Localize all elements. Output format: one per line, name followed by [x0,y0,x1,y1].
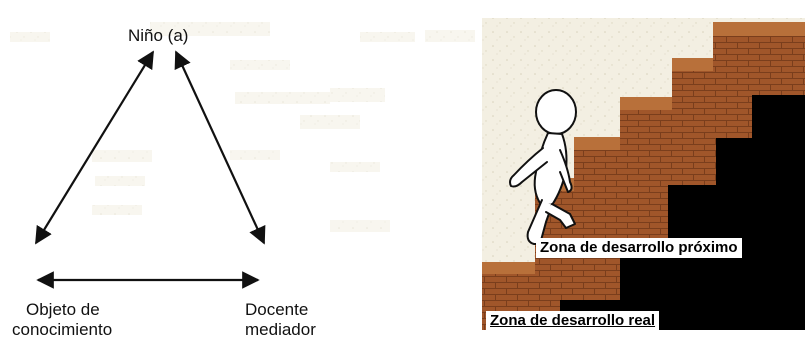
node-docente-line2: mediador [245,320,316,339]
node-docente-line1: Docente [245,300,309,319]
triangle-arrows [35,50,266,289]
node-objeto-de-conocimiento: Objeto de conocimiento [12,300,112,340]
node-docente-mediador: Docente mediador [245,300,316,340]
background-texture [10,22,475,232]
node-nino: Niño (a) [128,26,189,45]
stair-treads [482,22,805,274]
staircase-shadow [560,95,805,330]
node-objeto-line2: conocimiento [12,320,113,339]
stick-figure-icon [509,89,577,245]
node-objeto-line1: Objeto de [26,300,100,319]
zone-proximal-label: Zona de desarrollo próximo [536,238,742,258]
arrow-nino-objeto [35,50,154,245]
arrow-nino-docente [174,50,266,245]
zone-real-label: Zona de desarrollo real [486,311,660,331]
